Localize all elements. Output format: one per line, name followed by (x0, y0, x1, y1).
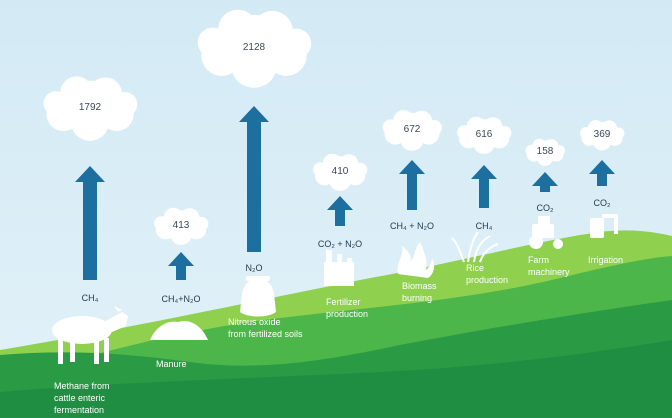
source-label: Irrigation (588, 254, 623, 266)
source-label: Manure (156, 358, 187, 370)
cloud (154, 207, 209, 246)
gas-label: CH₄ + N₂O (390, 221, 434, 231)
source-label-line: Manure (156, 359, 187, 369)
gas-label: N₂O (245, 263, 263, 273)
cloud (525, 138, 565, 166)
source-label-line: Nitrous oxide (228, 317, 281, 327)
cloud (43, 76, 138, 141)
source-label: Farm machinery (528, 254, 570, 278)
emission-arrow (532, 172, 558, 192)
source-label-line: from fertilized soils (228, 329, 303, 339)
cloud (457, 116, 512, 155)
gas-label: CO₂ (536, 203, 554, 213)
source-label: Nitrous oxide from fertilized soils (228, 316, 303, 340)
hill-foreground (0, 340, 672, 418)
cloud (579, 120, 625, 151)
source-label: Biomass burning (402, 280, 437, 304)
gas-label: CO₂ (593, 198, 611, 208)
gas-label: CH₄+N₂O (161, 294, 201, 304)
emission-arrow (239, 106, 269, 252)
source-label-line: fermentation (54, 405, 105, 415)
gas-label: CH₄ (81, 293, 99, 303)
source-label-line: Irrigation (588, 255, 624, 265)
source-label-line: Rice (466, 263, 485, 273)
manure-pile-icon (150, 320, 208, 340)
emission-value: 672 (403, 124, 421, 135)
gas-label: CO₂ + N₂O (317, 239, 363, 249)
emission-value: 616 (475, 129, 493, 140)
source-label-line: cattle enteric (54, 393, 106, 403)
fertilizer-bag-icon (240, 276, 276, 317)
source-label: Rice production (466, 262, 508, 286)
source-label-line: Methane from (54, 381, 110, 391)
source-label-line: Farm (528, 255, 549, 265)
emission-arrow (589, 160, 615, 186)
cloud (313, 153, 368, 192)
fire-icon (397, 242, 435, 278)
source-label-line: production (326, 309, 369, 319)
irrigation-pump-icon (590, 214, 618, 238)
emission-value: 2128 (242, 42, 266, 53)
emission-value: 410 (331, 166, 349, 177)
emission-arrow (399, 160, 425, 210)
clouds (43, 9, 625, 246)
emission-value: 369 (593, 129, 611, 140)
source-label-line: burning (402, 293, 433, 303)
emission-value: 158 (536, 146, 554, 157)
source-icons (52, 214, 618, 364)
tractor-icon (529, 216, 563, 249)
cloud (382, 110, 442, 151)
cloud (197, 9, 312, 88)
gas-label: CH₄ (475, 221, 493, 231)
emission-arrow (75, 166, 105, 280)
source-label: Fertilizer production (326, 296, 368, 320)
emission-value: 1792 (78, 102, 102, 113)
emission-arrows (75, 106, 615, 280)
hills (0, 230, 672, 418)
emission-value: 413 (172, 220, 190, 231)
source-label-line: Biomass (402, 281, 437, 291)
cow-icon (52, 306, 128, 364)
emission-arrow (471, 165, 497, 208)
source-label: Methane from cattle enteric fermentation (54, 380, 110, 416)
rice-plant-icon (451, 231, 499, 263)
source-label-line: machinery (528, 267, 570, 277)
emission-arrow (168, 252, 194, 280)
source-label-line: production (466, 275, 509, 285)
factory-icon (324, 250, 354, 286)
emission-arrow (327, 196, 353, 226)
source-label-line: Fertilizer (326, 297, 361, 307)
